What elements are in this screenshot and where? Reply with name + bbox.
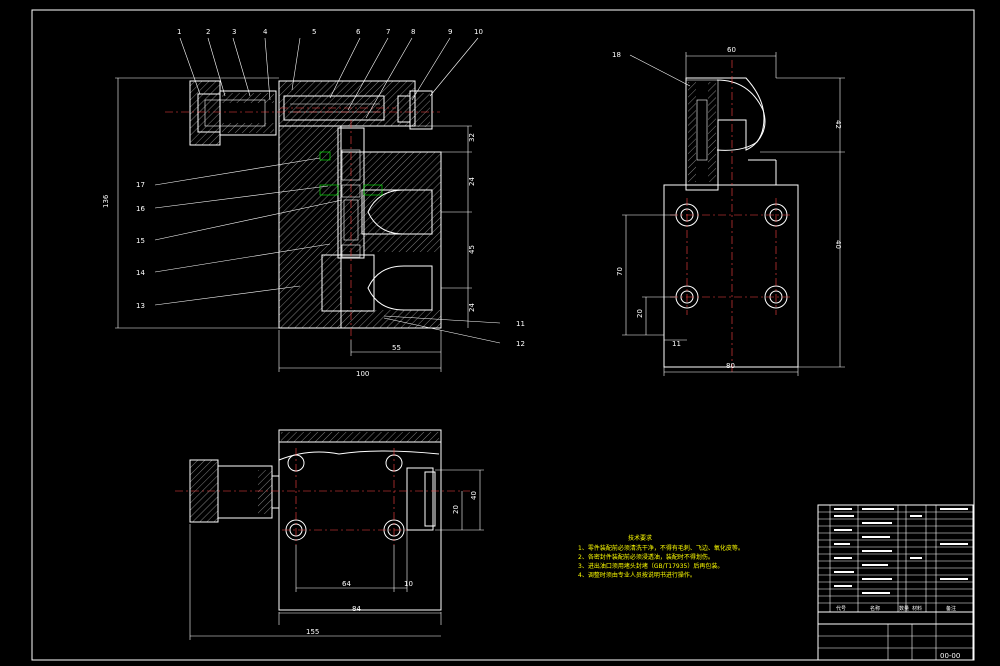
part-label-13: 13 bbox=[136, 302, 145, 310]
part-label-8: 8 bbox=[411, 28, 415, 36]
title-block-code: 代号 bbox=[836, 605, 846, 612]
side-view bbox=[622, 52, 845, 376]
dim-front-v2: 24 bbox=[468, 177, 476, 186]
part-label-16: 16 bbox=[136, 205, 145, 213]
dim-front-v3: 45 bbox=[468, 245, 476, 254]
tech-note-line-2: 2、各密封件装配前必须浸透油，装配时不得划伤。 bbox=[578, 553, 714, 561]
drawing-number: 00-00 bbox=[940, 652, 960, 660]
part-label-15: 15 bbox=[136, 237, 145, 245]
title-block bbox=[817, 504, 974, 661]
title-block-material: 材料 bbox=[912, 605, 922, 612]
part-label-3: 3 bbox=[232, 28, 236, 36]
part-label-11: 11 bbox=[516, 320, 525, 328]
dim-side-h2: 40 bbox=[834, 240, 842, 249]
dim-top-v2: 20 bbox=[452, 505, 460, 514]
dim-front-v4: 24 bbox=[468, 303, 476, 312]
dim-front-width: 100 bbox=[356, 370, 369, 378]
part-label-6: 6 bbox=[356, 28, 361, 36]
dim-side-width-bottom: 80 bbox=[726, 362, 735, 370]
dim-side-h3: 70 bbox=[616, 267, 624, 276]
dim-top-v1: 40 bbox=[470, 491, 478, 500]
part-label-18: 18 bbox=[612, 51, 621, 59]
top-view bbox=[175, 429, 484, 640]
part-label-2: 2 bbox=[206, 28, 210, 36]
title-block-remark: 备注 bbox=[946, 605, 956, 612]
part-label-4: 4 bbox=[263, 28, 268, 36]
part-label-17: 17 bbox=[136, 181, 145, 189]
part-label-1: 1 bbox=[177, 28, 181, 36]
sheet-border bbox=[31, 9, 975, 661]
dim-front-height: 136 bbox=[102, 194, 110, 208]
technical-requirements: 技术要求 1、零件装配前必须清洗干净，不得有毛刺、飞边、氧化皮等。 2、各密封件… bbox=[578, 534, 744, 579]
tech-note-line-3: 3、进出油口须用堵头封堵（GB/T17935）后再包装。 bbox=[578, 562, 723, 570]
dim-side-h1: 42 bbox=[834, 120, 842, 129]
title-block-qty: 数量 bbox=[899, 605, 909, 612]
front-view bbox=[115, 77, 472, 372]
title-block-name: 名称 bbox=[870, 605, 880, 612]
part-label-14: 14 bbox=[136, 269, 145, 277]
part-label-5: 5 bbox=[312, 28, 316, 36]
dim-top-h3: 84 bbox=[352, 605, 361, 613]
dim-front-inner: 55 bbox=[392, 344, 401, 352]
part-label-9: 9 bbox=[448, 28, 452, 36]
tech-note-line-4: 4、调整时须由专业人员按说明书进行操作。 bbox=[578, 571, 696, 579]
dim-side-width-top: 60 bbox=[727, 46, 736, 54]
dim-top-h1: 64 bbox=[342, 580, 351, 588]
part-label-10: 10 bbox=[474, 28, 483, 36]
dim-top-h2: 10 bbox=[404, 580, 413, 588]
tech-notes-title: 技术要求 bbox=[628, 534, 652, 542]
dim-front-v1: 32 bbox=[468, 133, 476, 142]
dim-side-h4: 20 bbox=[636, 309, 644, 318]
part-label-7: 7 bbox=[386, 28, 390, 36]
dim-top-total: 155 bbox=[306, 628, 319, 636]
dim-side-small: 11 bbox=[672, 340, 681, 348]
leader-lines bbox=[154, 37, 691, 344]
tech-note-line-1: 1、零件装配前必须清洗干净，不得有毛刺、飞边、氧化皮等。 bbox=[578, 544, 744, 552]
part-label-12: 12 bbox=[516, 340, 525, 348]
